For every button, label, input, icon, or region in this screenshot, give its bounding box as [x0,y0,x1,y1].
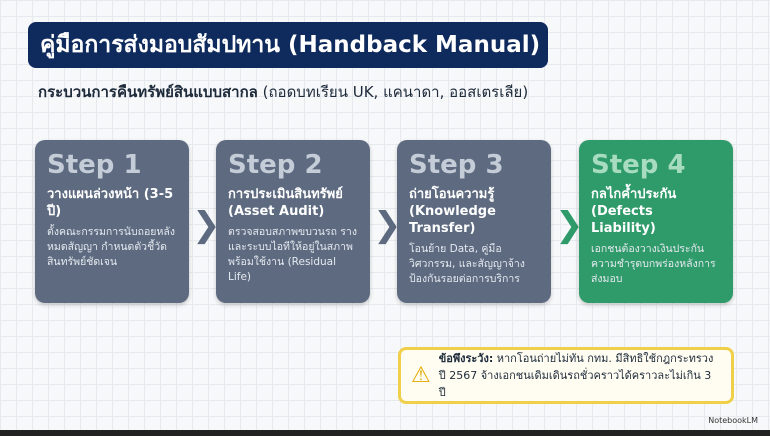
step-label: Step 4 [591,150,686,180]
warning-text: ข้อพึงระวัง: หากโอนถ่ายไม่ทัน กทม. มีสิท… [439,350,721,401]
warning-body: หากโอนถ่ายไม่ทัน กทม. มีสิทธิใช้กฎกระทรว… [438,352,714,399]
step-description: ตรวจสอบสภาพขบวนรถ ราง และระบบไอทีให้อยู่… [228,226,357,283]
warning-label: ข้อพึงระวัง: [438,352,494,365]
step-heading: ถ่ายโอนความรู้ (Knowledge Transfer) [409,187,496,236]
step-card-3: Step 3 ถ่ายโอนความรู้ (Knowledge Transfe… [397,140,551,303]
subtitle-bold: กระบวนการคืนทรัพย์สินแบบสากล [38,83,258,101]
subtitle: กระบวนการคืนทรัพย์สินแบบสากล (ถอดบทเรียน… [38,80,528,104]
chevron-right-icon: ❯ [373,205,402,245]
step-label: Step 2 [228,150,323,180]
step-description: เอกชนต้องวางเงินประกันความชำรุดบกพร่องหล… [591,243,716,285]
step-heading: วางแผนล่วงหน้า (3-5 ปี) [47,187,174,219]
step-card-4: Step 4 กลไกค้ำประกัน (Defects Liability)… [579,140,733,303]
step-description: โอนย้าย Data, คู่มือวิศวกรรม, และสัญญาจ้… [409,243,525,285]
chevron-right-icon: ❯ [192,205,221,245]
step-heading: กลไกค้ำประกัน (Defects Liability) [591,187,677,236]
page-title: คู่มือการส่งมอบสัมปทาน (Handback Manual) [28,22,548,68]
chevron-right-icon: ❯ [555,205,584,245]
step-card-1: Step 1 วางแผนล่วงหน้า (3-5 ปี) ตั้งคณะกร… [35,140,189,303]
bottom-bar [0,430,770,436]
step-heading: การประเมินสินทรัพย์ (Asset Audit) [228,187,343,219]
step-label: Step 1 [47,150,142,180]
warning-icon: ⚠ [411,363,431,388]
subtitle-rest: (ถอดบทเรียน UK, แคนาดา, ออสเตรเลีย) [262,83,529,101]
step-description: ตั้งคณะกรรมการนับถอยหลังหมดสัญญา กำหนดตั… [47,226,175,268]
step-label: Step 3 [409,150,504,180]
step-card-2: Step 2 การประเมินสินทรัพย์ (Asset Audit)… [216,140,370,303]
warning-box: ⚠ ข้อพึงระวัง: หากโอนถ่ายไม่ทัน กทม. มีส… [398,347,734,404]
brand-watermark: NotebookLM [708,416,758,425]
